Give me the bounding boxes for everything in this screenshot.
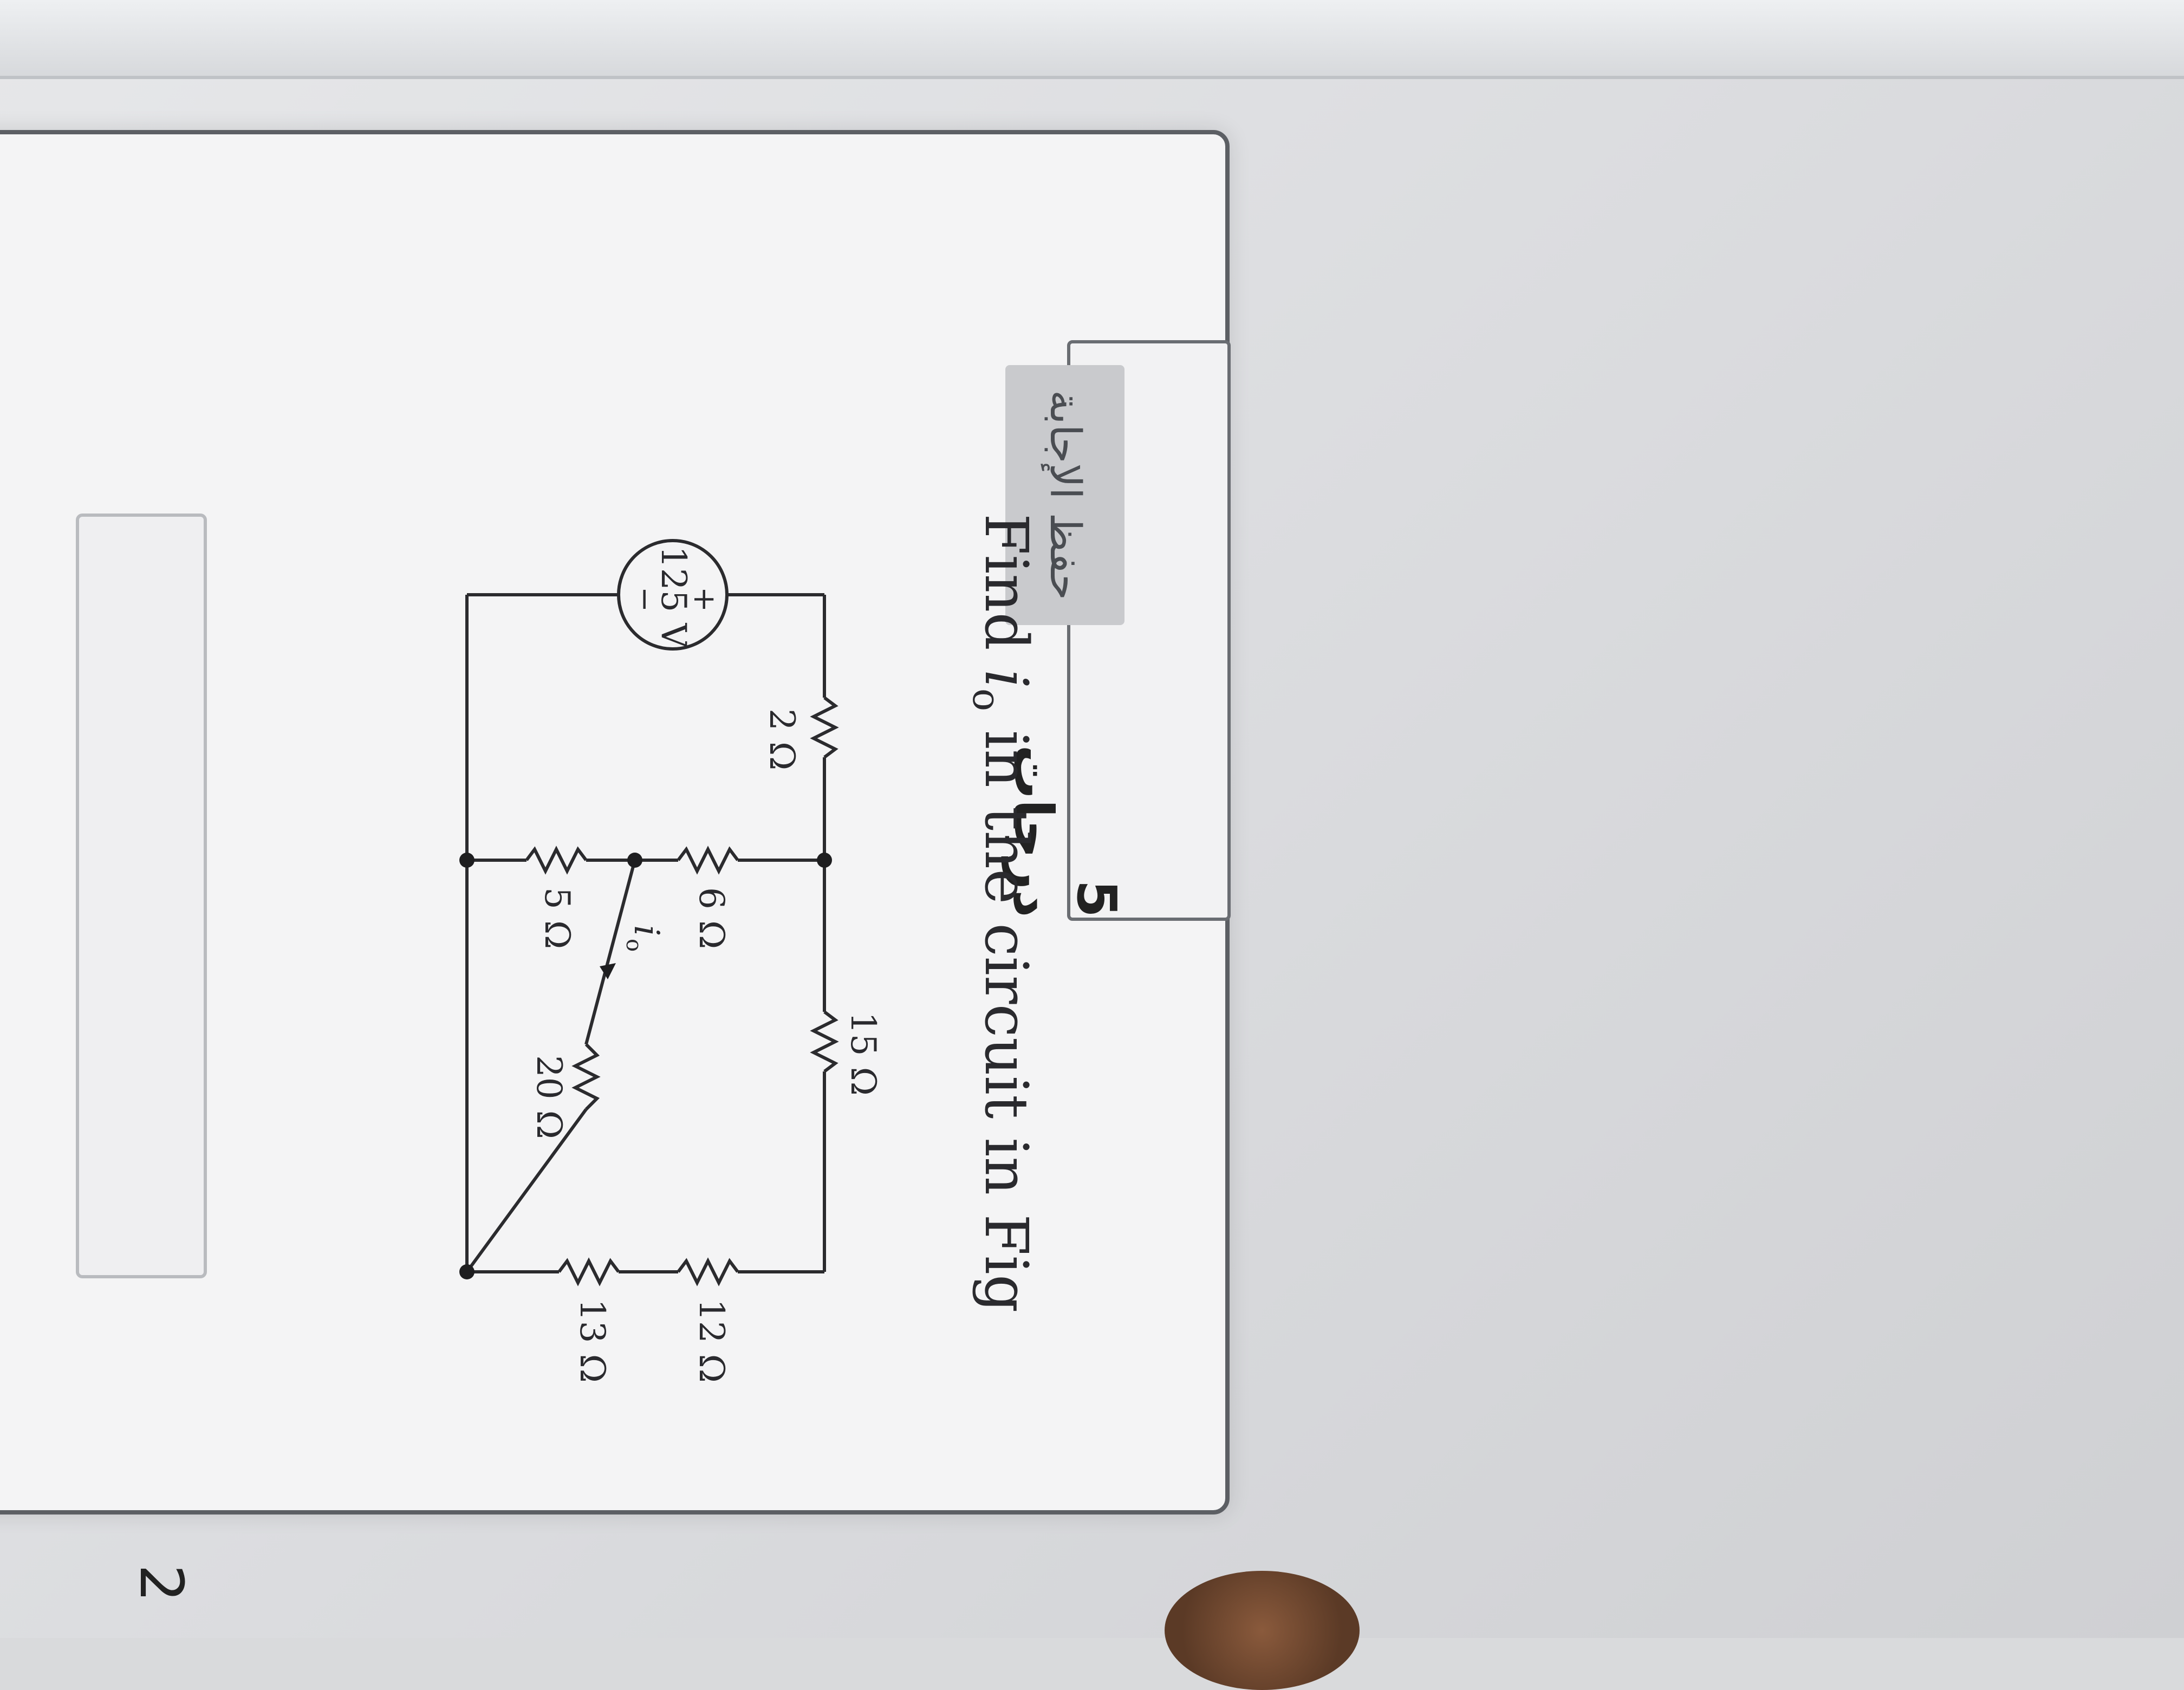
- source-label: 125 V: [653, 546, 693, 649]
- label-2ohm: 2 Ω: [762, 708, 802, 770]
- answer-input[interactable]: [76, 514, 207, 1278]
- label-13ohm: 13 Ω: [572, 1299, 612, 1383]
- question-variable: i: [972, 669, 1041, 688]
- resistor-6ohm: [677, 846, 739, 875]
- quiz-screen: حفظ الإجابة 5 درجات Find io in the circu…: [0, 0, 1246, 1602]
- finger-photo-artifact: [1165, 1571, 1360, 1690]
- label-20ohm: 20 Ω: [529, 1055, 569, 1139]
- source-minus: −: [627, 587, 662, 612]
- question-prefix: Find: [972, 514, 1041, 670]
- question-suffix: in the circuit in Fig: [972, 711, 1041, 1313]
- question-text: Find io in the circuit in Fig: [964, 514, 1041, 1312]
- label-5ohm: 5 Ω: [537, 887, 577, 949]
- resistor-12ohm: [677, 1257, 739, 1286]
- current-label: i: [626, 925, 666, 936]
- resistor-2ohm: [810, 696, 839, 759]
- source-plus: +: [687, 587, 722, 612]
- current-arrow-icon: [600, 963, 616, 979]
- question-subscript: o: [964, 688, 1009, 712]
- resistor-13ohm: [557, 1257, 620, 1286]
- notebook-edge: [0, 0, 2184, 79]
- label-12ohm: 12 Ω: [691, 1299, 731, 1383]
- question-card: حفظ الإجابة 5 درجات Find io in the circu…: [0, 130, 1231, 1602]
- current-subscript: o: [621, 939, 646, 952]
- resistor-20ohm: [571, 1043, 601, 1111]
- answer-value: 2: [127, 1564, 196, 1602]
- question-header: حفظ الإجابة 5 درجات: [1002, 340, 1231, 921]
- label-15ohm: 15 Ω: [843, 1012, 883, 1096]
- resistor-5ohm: [525, 846, 588, 875]
- label-6ohm: 6 Ω: [691, 887, 731, 949]
- resistor-15ohm: [810, 1010, 839, 1073]
- circuit-diagram: 125 V + − 2 Ω 15 Ω 6 Ω 12 Ω 5 Ω 20 Ω 13 …: [459, 539, 883, 1383]
